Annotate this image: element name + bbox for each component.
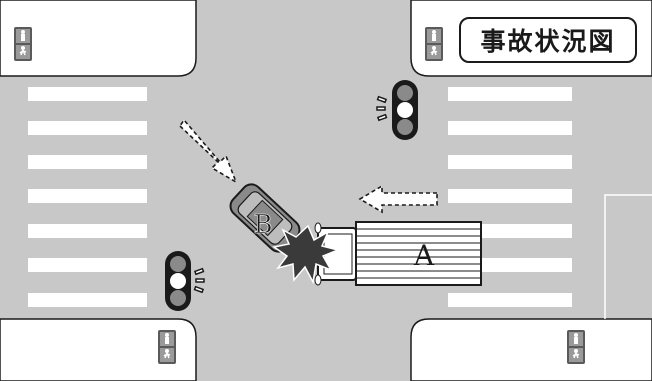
dashed-arrow-icon [358,184,438,214]
ped-top-left [13,26,33,62]
ped-bottom-left [157,329,177,365]
light-rays-icon [193,267,205,294]
diagram-title: 事故状況図 [459,17,637,63]
signal-right [376,80,418,140]
sidewalk-top-left [0,0,197,77]
crosswalk-left [28,87,147,307]
arrow-a-direction [358,184,438,214]
signal-left [165,251,205,311]
sidewalk-bottom-left [0,318,197,381]
dashed-arrow-icon [178,118,238,184]
impact-burst-icon [272,224,341,285]
lane-marking [604,194,652,319]
arrow-b-direction [178,118,238,184]
ped-top-right [424,26,444,62]
ped-bottom-right [566,329,586,365]
vehicle-a [314,221,482,286]
sidewalk-bottom-right [410,318,652,381]
vehicle-b-label: B [253,210,272,240]
vehicle-b [229,183,301,253]
light-rays-icon [376,95,388,122]
vehicle-a-label: A [413,239,435,272]
